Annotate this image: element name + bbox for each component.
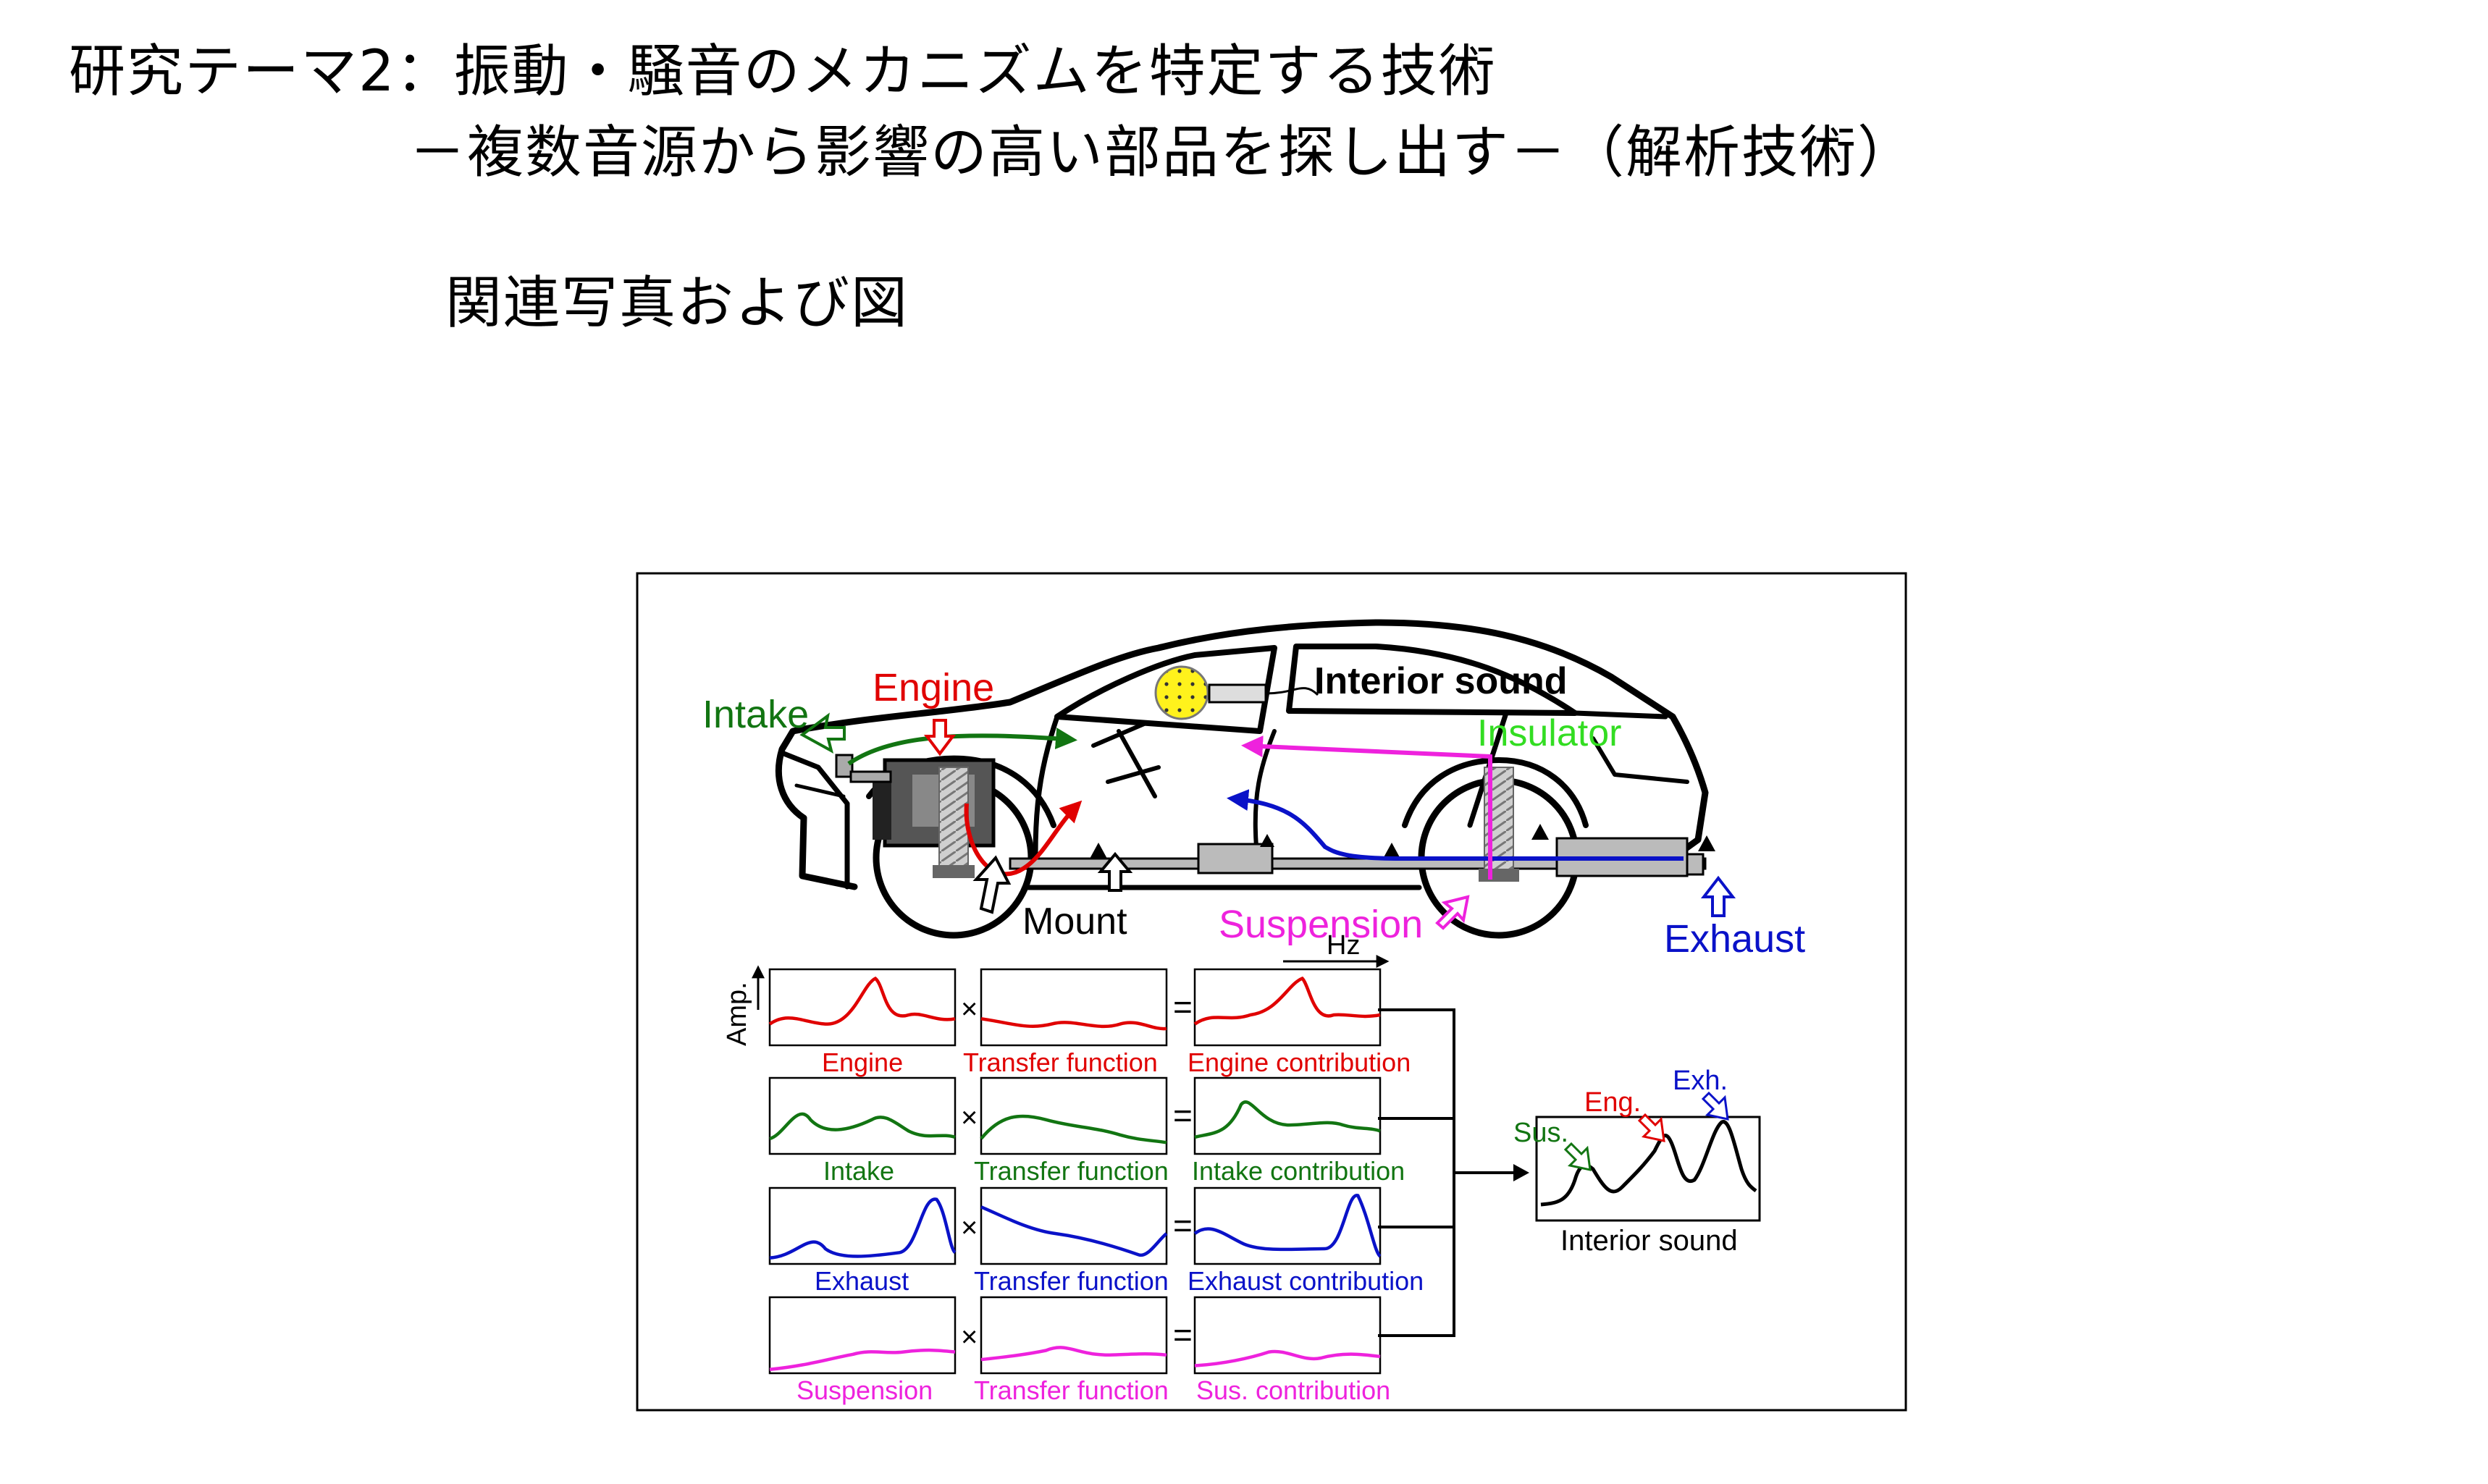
mount-arrow-icon bbox=[972, 855, 1012, 914]
spectrum-box-source bbox=[768, 1186, 957, 1265]
spectrum-caption-transfer: Transfer function bbox=[974, 1266, 1169, 1296]
equals-operator: = bbox=[1173, 1097, 1193, 1134]
equals-operator: = bbox=[1173, 1316, 1193, 1354]
rear-window bbox=[1286, 644, 1578, 716]
exhaust-arrow-icon bbox=[1700, 875, 1736, 917]
spectrum-caption-source: Exhaust bbox=[815, 1266, 909, 1296]
summation-bracket bbox=[1378, 1008, 1524, 1337]
exh-peak-arrow-icon bbox=[1701, 1091, 1729, 1121]
spectrum-curve bbox=[980, 1205, 1168, 1257]
spectrum-box-transfer bbox=[980, 968, 1168, 1047]
title-line-2: －複数音源から影響の高い部品を探し出す－（解析技術） bbox=[409, 120, 1916, 185]
spectrum-box-source bbox=[768, 1076, 957, 1155]
spectrum-curve bbox=[1194, 1100, 1381, 1139]
car-body-outline bbox=[775, 619, 1709, 856]
multiply-operator: × bbox=[961, 1321, 978, 1353]
spectrum-box-contribution bbox=[1193, 1296, 1382, 1375]
spectrum-caption-contribution: Engine contribution bbox=[1188, 1047, 1411, 1077]
label-insulator: Insulator bbox=[1477, 712, 1621, 754]
multiply-operator: × bbox=[961, 993, 978, 1025]
label-engine: Engine bbox=[873, 666, 994, 709]
spectrum-curve bbox=[1193, 976, 1381, 1026]
exhaust-path-arrow bbox=[1227, 789, 1684, 861]
suspension-path-arrow bbox=[1241, 735, 1492, 880]
mount-arrow-icon-2 bbox=[1097, 851, 1133, 892]
multiply-operator: × bbox=[961, 1102, 978, 1134]
spectrum-box-transfer bbox=[980, 1296, 1168, 1375]
spectrum-curve bbox=[980, 1017, 1167, 1031]
amp-axis-label: Amp. bbox=[722, 982, 752, 1046]
section-title: 関連写真および図 bbox=[445, 271, 909, 336]
front-window bbox=[1054, 645, 1277, 734]
hz-axis-label: Hz bbox=[1327, 930, 1360, 961]
label-intake: Intake bbox=[702, 693, 809, 736]
spectrum-box-source bbox=[768, 1296, 957, 1375]
label-mount: Mount bbox=[1022, 901, 1127, 943]
spectrum-caption-transfer: Transfer function bbox=[974, 1375, 1169, 1405]
spectrum-caption-source: Engine bbox=[822, 1047, 903, 1077]
spectrum-caption-source: Suspension bbox=[797, 1375, 933, 1405]
equals-operator: = bbox=[1173, 988, 1193, 1026]
spectrum-caption-contribution: Sus. contribution bbox=[1196, 1375, 1390, 1405]
spectrum-curve bbox=[769, 1112, 956, 1141]
spectrum-box-source bbox=[768, 968, 957, 1047]
spectrum-curve bbox=[1193, 1194, 1382, 1258]
label-exhaust: Exhaust bbox=[1664, 917, 1805, 961]
spectrum-caption-transfer: Transfer function bbox=[974, 1156, 1169, 1186]
peak-label-exh: Exh. bbox=[1673, 1066, 1728, 1096]
spectrum-caption-transfer: Transfer function bbox=[963, 1047, 1158, 1077]
spectrum-box-contribution bbox=[1193, 1186, 1382, 1265]
eng-peak-arrow-icon bbox=[1637, 1113, 1665, 1142]
suspension-arrow-icon bbox=[1435, 895, 1470, 930]
peak-label-eng: Eng. bbox=[1584, 1087, 1641, 1118]
spectrum-curve bbox=[769, 1348, 956, 1372]
label-interior-sound: Interior sound bbox=[1314, 660, 1568, 702]
label-suspension: Suspension bbox=[1219, 903, 1423, 946]
engine-path-arrow bbox=[964, 800, 1083, 877]
spectrum-box-transfer bbox=[980, 1186, 1168, 1265]
spectrum-curve bbox=[980, 1114, 1167, 1144]
sus-peak-arrow-icon bbox=[1563, 1142, 1592, 1171]
spectrum-curve bbox=[769, 1197, 957, 1260]
intake-arrow-icon bbox=[799, 712, 846, 754]
engine-arrow-icon bbox=[924, 719, 956, 756]
spectrum-caption-contribution: Exhaust contribution bbox=[1188, 1266, 1424, 1296]
spectrum-caption-source: Intake bbox=[823, 1156, 894, 1186]
interior-sound-caption: Interior sound bbox=[1560, 1225, 1738, 1257]
multiply-operator: × bbox=[961, 1212, 978, 1244]
spectrum-caption-contribution: Intake contribution bbox=[1192, 1156, 1405, 1186]
microphone bbox=[1154, 665, 1209, 720]
equals-operator: = bbox=[1173, 1207, 1193, 1244]
spectrum-curve bbox=[980, 1346, 1167, 1362]
spectrum-box-contribution bbox=[1193, 968, 1382, 1047]
peak-label-sus: Sus. bbox=[1513, 1118, 1568, 1148]
spectrum-curve bbox=[768, 976, 956, 1026]
spectrum-box-contribution bbox=[1193, 1076, 1382, 1155]
title-line-1: 研究テーマ2：振動・騒音のメカニズムを特定する技術 bbox=[69, 39, 1497, 104]
spectrum-box-transfer bbox=[980, 1076, 1168, 1155]
spectrum-curve bbox=[1194, 1349, 1381, 1367]
